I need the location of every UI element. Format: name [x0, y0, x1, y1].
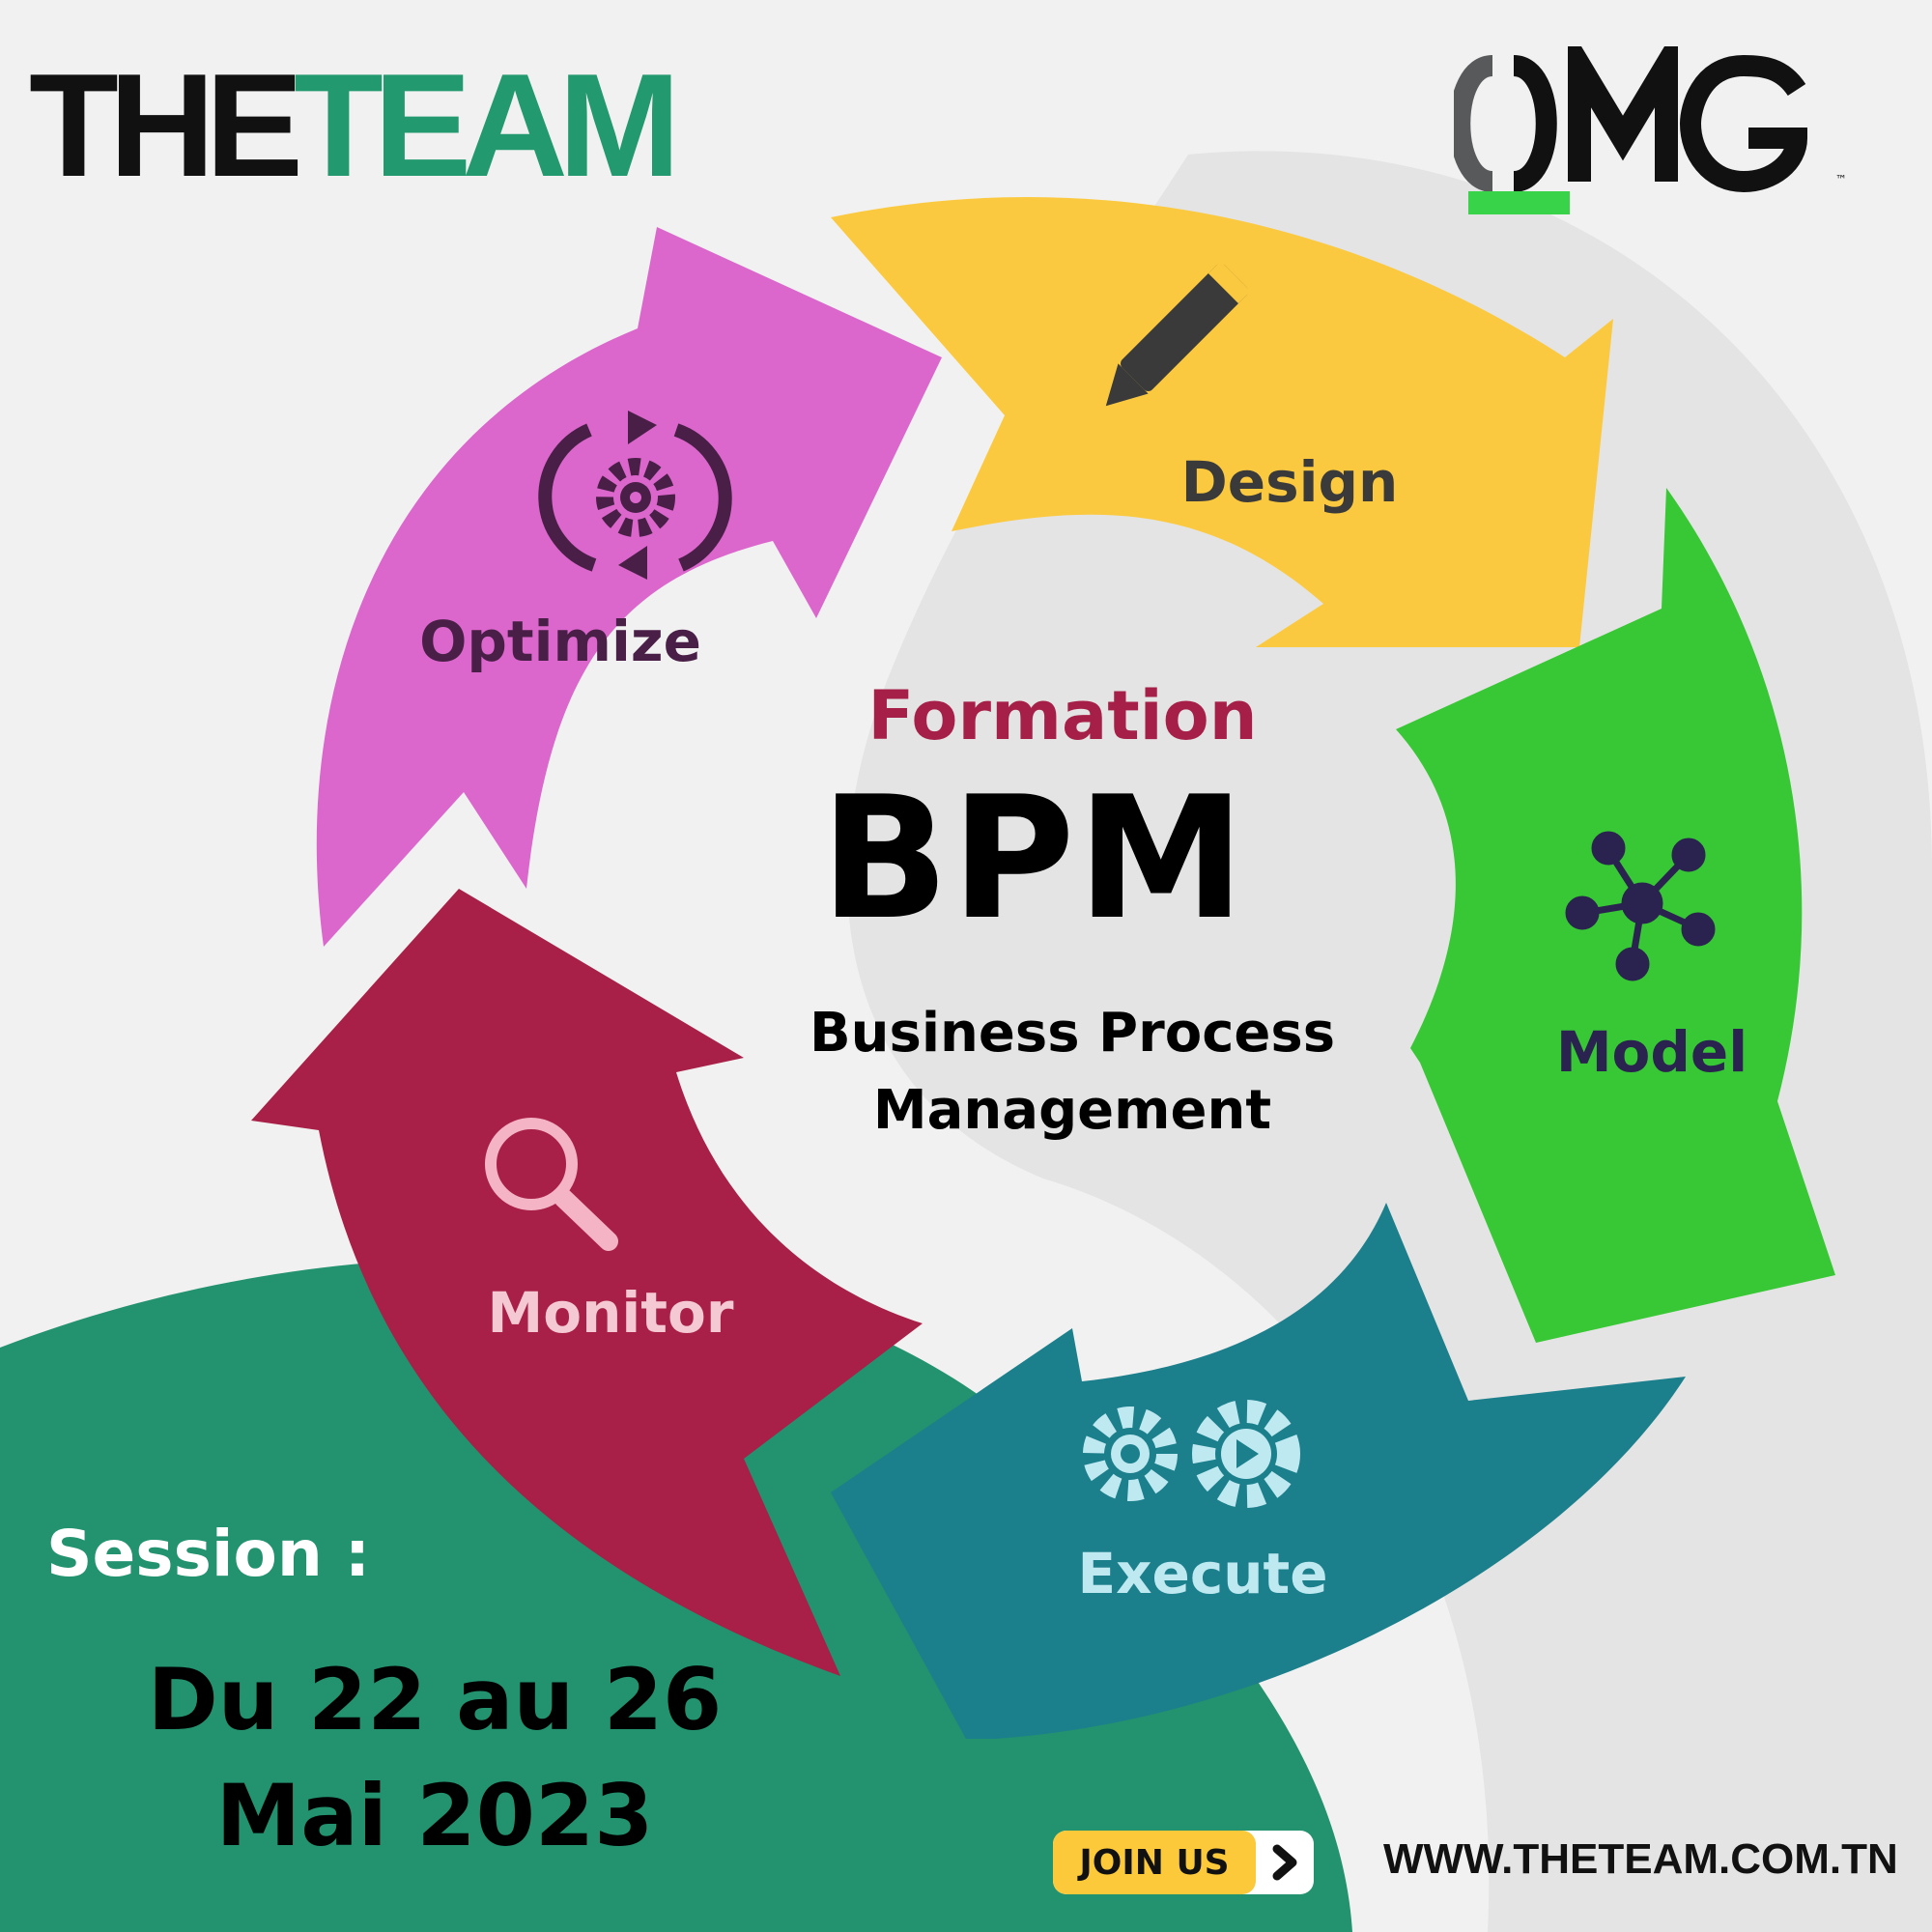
optimize-label: Optimize — [419, 609, 701, 674]
website-link[interactable]: WWW.THETEAM.COM.TN — [1383, 1835, 1898, 1883]
join-us-button[interactable]: JOIN US — [1053, 1831, 1314, 1894]
design-arrow — [831, 197, 1613, 647]
gears-play-icon — [1083, 1400, 1300, 1508]
execute-label: Execute — [1077, 1541, 1328, 1606]
bpm-subtitle-line2: Management — [872, 1079, 1272, 1142]
monitor-label: Monitor — [487, 1280, 734, 1346]
design-label: Design — [1180, 449, 1399, 515]
session-dates-line1: Du 22 au 26 — [147, 1650, 723, 1749]
svg-text:™: ™ — [1835, 173, 1847, 186]
grey-swoosh — [847, 151, 1932, 1932]
formation-heading: Formation — [867, 676, 1258, 755]
pencil-icon — [1105, 261, 1251, 407]
session-label: Session : — [46, 1517, 371, 1591]
theteam-logo-part1: THE — [29, 43, 303, 208]
session-dates: Du 22 au 26 Mai 2023 — [39, 1642, 831, 1874]
bpm-subtitle: Business Process Management — [686, 995, 1459, 1150]
omg-logo: ™ — [1454, 46, 1847, 214]
theteam-logo: THETEAM — [29, 52, 681, 199]
optimize-arrow — [316, 227, 943, 947]
bpm-title: BPM — [820, 761, 1247, 957]
chevron-right-icon — [1272, 1844, 1297, 1881]
session-dates-line2: Mai 2023 — [215, 1766, 654, 1865]
theteam-logo-part2: TEAM — [294, 43, 681, 208]
bpm-subtitle-line1: Business Process — [809, 1002, 1336, 1065]
model-label: Model — [1555, 1019, 1748, 1085]
model-arrow — [1396, 488, 1835, 1343]
join-us-label: JOIN US — [1053, 1831, 1256, 1894]
magnifier-icon — [485, 1118, 618, 1251]
network-nodes-icon — [1565, 831, 1716, 981]
monitor-arrow — [251, 889, 923, 1676]
gear-cycle-icon — [538, 411, 732, 580]
